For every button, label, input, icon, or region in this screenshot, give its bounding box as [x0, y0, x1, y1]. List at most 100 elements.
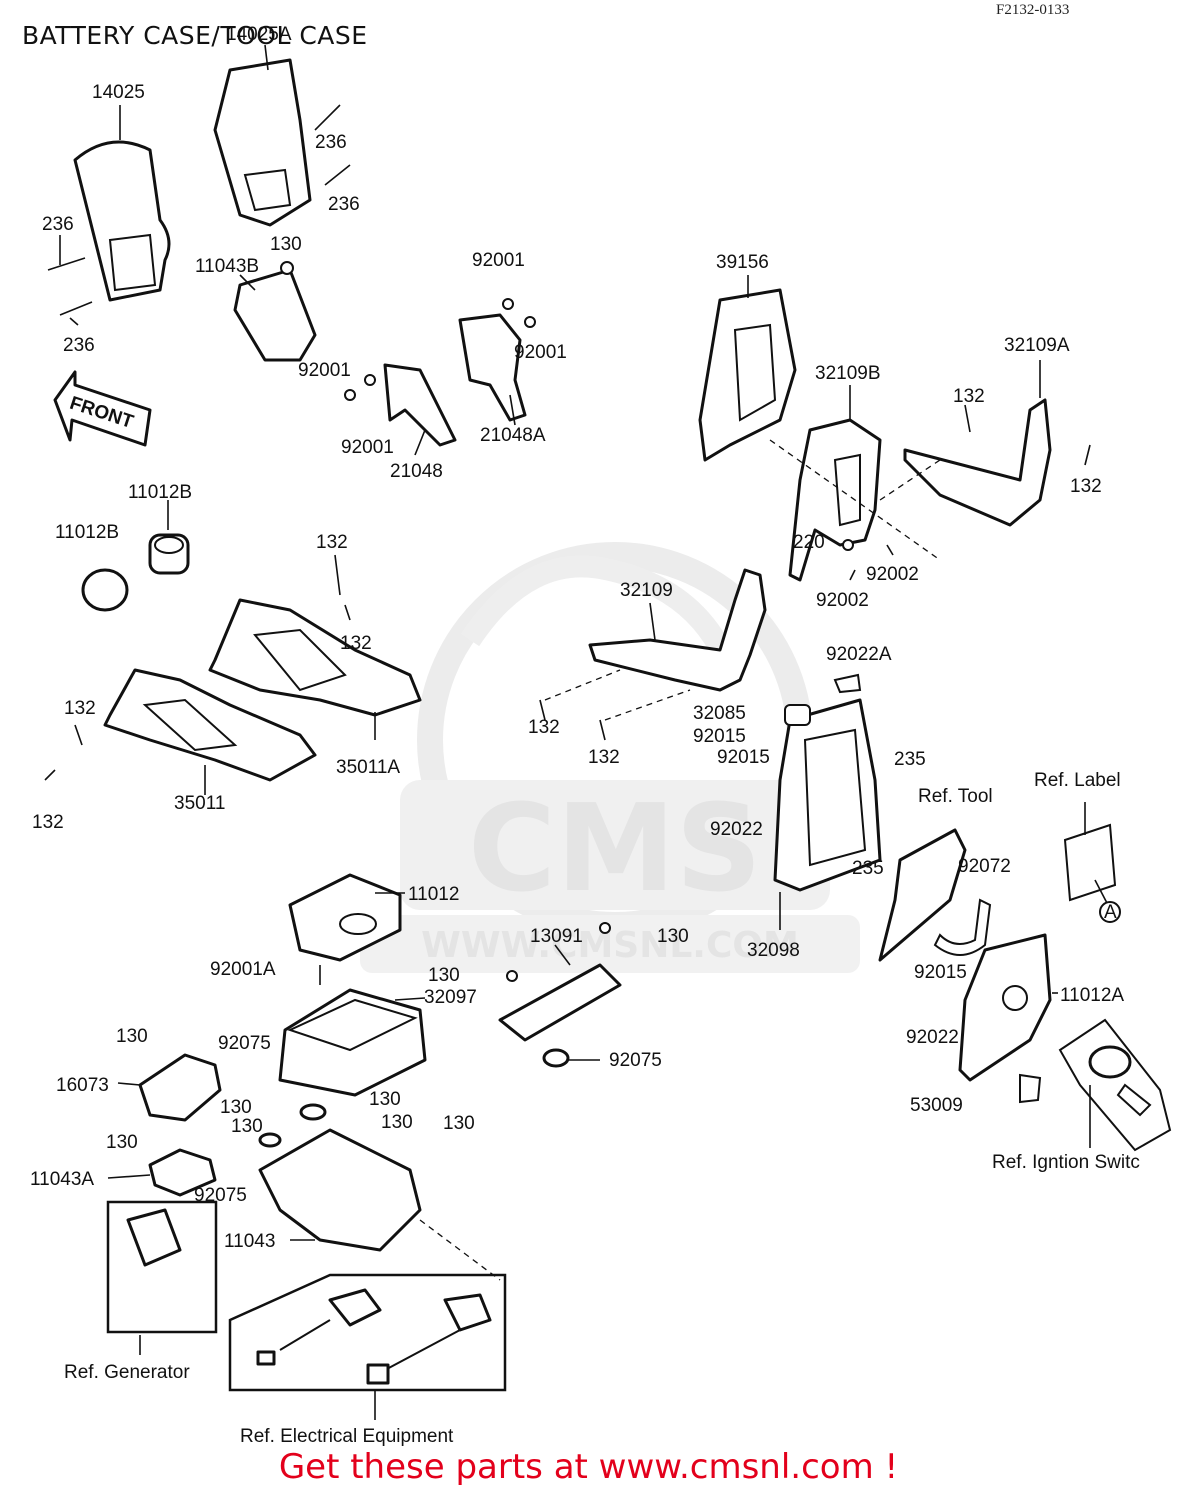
label-130-f: 130: [369, 1089, 401, 1110]
bracket-11043b[interactable]: [233, 261, 317, 362]
label-39156: 39156: [716, 252, 769, 273]
bracket-35011[interactable]: [103, 668, 317, 795]
label-132-h: 132: [32, 812, 64, 833]
label-ref-ignition-switch: Ref. Igntion Switc: [992, 1152, 1140, 1173]
bracket-13091[interactable]: [498, 922, 622, 1068]
label-ref-generator: Ref. Generator: [64, 1362, 190, 1383]
label-132-a: 132: [953, 386, 985, 407]
bracket-32109a[interactable]: [879, 360, 1052, 527]
battery-case-32097[interactable]: [278, 965, 427, 1097]
bracket-32109[interactable]: [544, 568, 767, 721]
bracket-11043a[interactable]: [107, 1148, 217, 1197]
label-92001-a: 92001: [472, 250, 525, 271]
ref-electrical-equipment-box: [228, 1273, 507, 1420]
label-92001a: 92001A: [210, 959, 276, 980]
label-21048: 21048: [390, 461, 443, 482]
label-236-c: 236: [42, 214, 74, 235]
label-53009: 53009: [910, 1095, 963, 1116]
bolts-132[interactable]: [44, 404, 1091, 781]
cover-11012a[interactable]: A: [958, 933, 1058, 1104]
ref-label-sheet: A: [1063, 802, 1121, 923]
tool-case-32098[interactable]: [773, 673, 882, 930]
label-132-c: 132: [316, 532, 348, 553]
watermark-url: WWW.CMSNL.COM: [421, 925, 799, 966]
battery-holder-11043[interactable]: [258, 1103, 501, 1281]
side-cover-14025[interactable]: [73, 105, 171, 302]
label-11043: 11043: [224, 1231, 275, 1252]
label-92015-b: 92015: [717, 747, 770, 768]
label-130-i: 130: [443, 1113, 475, 1134]
label-92002-b: 92002: [816, 590, 869, 611]
label-236-b: 236: [328, 194, 360, 215]
label-21048a: 21048A: [480, 425, 546, 446]
screws-236[interactable]: [47, 104, 351, 326]
label-35011a: 35011A: [336, 757, 400, 778]
label-92015-c: 92015: [914, 962, 967, 983]
label-132-d: 132: [340, 633, 372, 654]
label-235-b: 235: [852, 858, 884, 879]
bracket-35011a[interactable]: [208, 598, 422, 740]
label-130-h: 130: [381, 1112, 413, 1133]
label-235-a: 235: [894, 749, 926, 770]
label-11043b: 11043B: [195, 256, 259, 277]
label-ref-label: Ref. Label: [1034, 770, 1121, 791]
label-236-d: 236: [63, 335, 95, 356]
mark-a-label: A: [1104, 902, 1117, 923]
tool-case-cover-area[interactable]: [878, 828, 992, 962]
fasteners-220-92002[interactable]: [842, 539, 894, 581]
order-parts-link[interactable]: Get these parts at www.cmsnl.com !: [278, 1447, 899, 1487]
label-11012a: 11012A: [1060, 985, 1124, 1006]
bracket-16073[interactable]: [117, 1053, 222, 1122]
battery-cover-11012[interactable]: [288, 873, 405, 962]
label-35011: 35011: [174, 793, 225, 814]
label-92001-c: 92001: [298, 360, 351, 381]
label-92022a-top: 92022A: [826, 644, 892, 665]
label-92022-b: 92022: [710, 819, 763, 840]
label-11043a: 11043A: [30, 1169, 94, 1190]
label-130-j: 130: [106, 1132, 138, 1153]
label-92075-a: 92075: [218, 1033, 271, 1054]
label-92001-b: 92001: [514, 342, 567, 363]
side-cover-14025a[interactable]: [213, 44, 312, 227]
bracket-21048a[interactable]: [344, 298, 536, 426]
label-92022-c: 92022: [906, 1027, 959, 1048]
label-11012b-a: 11012B: [128, 482, 192, 503]
label-132-g: 132: [588, 747, 620, 768]
ref-ignition-switch: [1058, 1018, 1172, 1152]
label-92015-a: 92015: [693, 726, 746, 747]
label-92075-c: 92075: [194, 1185, 247, 1206]
label-92001-d: 92001: [341, 437, 394, 458]
label-220: 220: [793, 532, 825, 553]
label-130-g: 130: [231, 1116, 263, 1137]
label-11012b-b: 11012B: [55, 522, 119, 543]
label-32097: 32097: [424, 987, 477, 1008]
watermark-logo: CMS: [468, 780, 762, 919]
label-32109b: 32109B: [815, 363, 881, 384]
label-14025: 14025: [92, 82, 145, 103]
bracket-21048[interactable]: [383, 363, 457, 456]
label-132-e: 132: [64, 698, 96, 719]
label-132-f: 132: [528, 717, 560, 738]
label-236-a: 236: [315, 132, 347, 153]
label-32109a: 32109A: [1004, 335, 1070, 356]
label-92002-a: 92002: [866, 564, 919, 585]
grommets-11012b[interactable]: [81, 500, 190, 612]
label-16073: 16073: [56, 1075, 109, 1096]
label-92075-b: 92075: [609, 1050, 662, 1071]
guard-39156[interactable]: [698, 275, 797, 462]
label-11012: 11012: [408, 884, 459, 905]
label-130-b: 130: [657, 926, 689, 947]
label-14025a: 14025A: [226, 24, 292, 45]
label-32098: 32098: [747, 940, 800, 961]
label-130-a: 130: [270, 234, 302, 255]
label-ref-electrical-equipment: Ref. Electrical Equipment: [240, 1426, 454, 1447]
bracket-32109b[interactable]: [769, 385, 941, 582]
front-arrow: FRONT: [53, 370, 152, 447]
label-132-b: 132: [1070, 476, 1102, 497]
label-130-d: 130: [116, 1026, 148, 1047]
label-32085: 32085: [693, 703, 746, 724]
label-32109: 32109: [620, 580, 673, 601]
label-ref-tool: Ref. Tool: [918, 786, 993, 807]
page-title: BATTERY CASE/TOOL CASE: [22, 21, 368, 50]
